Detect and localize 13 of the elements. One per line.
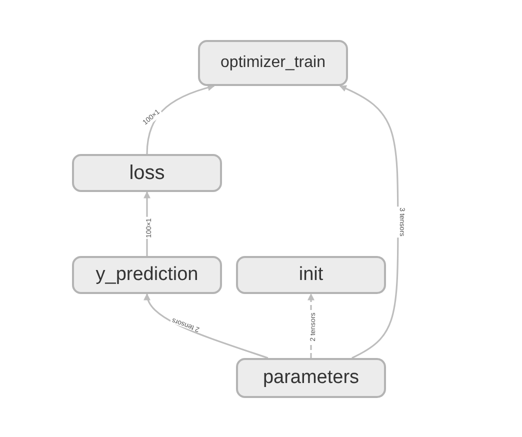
arrow — [146, 84, 215, 154]
node-box — [236, 256, 386, 294]
node-label: y_prediction — [96, 264, 198, 286]
node-box — [236, 358, 386, 398]
arrow — [144, 293, 268, 359]
node-box — [198, 40, 348, 86]
node-label: init — [298, 264, 324, 286]
node-box — [72, 256, 222, 294]
node-box — [72, 154, 222, 192]
node-label: optimizer_train — [220, 54, 326, 72]
node-label: parameters — [262, 367, 360, 389]
arrow — [339, 85, 399, 359]
node-label: loss — [129, 162, 165, 184]
